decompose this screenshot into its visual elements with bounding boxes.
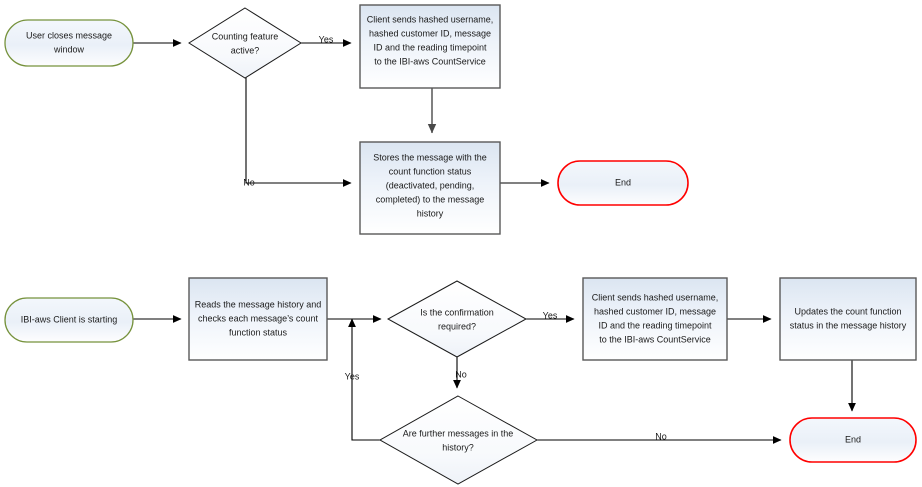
node-decision-counting-feature-active[interactable]: Counting feature active? — [188, 7, 302, 79]
node-process-client-sends-hashed-data[interactable]: Client sends hashed username, hashed cus… — [359, 4, 501, 89]
connector-further-yes-loopback — [348, 318, 380, 441]
end-node-shape — [789, 417, 917, 463]
process-label-line1: Client sends hashed username, — [367, 14, 494, 24]
node-decision-are-further-messages[interactable]: Are further messages in the history? — [378, 395, 539, 485]
process-label-line3: ID and the reading timepoint — [373, 42, 487, 52]
start-node-label: IBI-aws Client is starting — [21, 314, 118, 324]
confirm-label-line1: Is the confirmation — [420, 307, 494, 317]
edge-label-no-further-messages: No — [655, 431, 667, 441]
process-box-shape — [359, 141, 501, 235]
decision-label-line1: Counting feature — [212, 31, 279, 41]
node-process-reads-message-history[interactable]: Reads the message history and checks eac… — [188, 277, 328, 361]
node-decision-is-confirmation-required[interactable]: Is the confirmation required? — [386, 280, 528, 358]
send2-label-line4: to the IBI-aws CountService — [599, 334, 711, 344]
store-label-line2: count function status — [389, 166, 472, 176]
edge-label-yes-confirmation: Yes — [543, 310, 558, 320]
start-node-shape — [4, 19, 134, 67]
process-label-line2: hashed customer ID, message — [369, 28, 491, 38]
start-node-label-line1: User closes message — [26, 30, 112, 40]
connector-decision-no-to-store — [245, 76, 352, 187]
process-box-shape — [188, 277, 328, 361]
update-label-line1: Updates the count function — [794, 306, 901, 316]
confirm-label-line2: required? — [438, 321, 476, 331]
store-label-line4: completed) to the message — [376, 194, 485, 204]
node-end-top[interactable]: End — [557, 160, 689, 206]
store-label-line1: Stores the message with the — [373, 152, 487, 162]
process-box-shape — [359, 4, 501, 89]
process-box-shape — [582, 277, 728, 361]
read-label-line3: function status — [229, 327, 288, 337]
start-node-label-line2: window — [53, 44, 85, 54]
edge-label-no-confirmation: No — [455, 369, 467, 379]
store-label-line5: history — [417, 208, 444, 218]
edge-label-no-counting-active: No — [243, 177, 255, 187]
node-end-bottom[interactable]: End — [789, 417, 917, 463]
send2-label-line1: Client sends hashed username, — [592, 292, 719, 302]
decision-shape — [386, 280, 528, 358]
end-node-shape — [557, 160, 689, 206]
edge-label-yes-counting-active: Yes — [319, 34, 334, 44]
node-process-client-sends-hashed-data-2[interactable]: Client sends hashed username, hashed cus… — [582, 277, 728, 361]
edge-label-yes-further-messages: Yes — [345, 371, 360, 381]
node-start-ibi-aws-client-is-starting[interactable]: IBI-aws Client is starting — [4, 297, 134, 343]
start-node-shape — [4, 297, 134, 343]
send2-label-line2: hashed customer ID, message — [594, 306, 716, 316]
decision-label-line2: active? — [231, 45, 260, 55]
process-label-line4: to the IBI-aws CountService — [374, 56, 486, 66]
node-start-user-closes-message-window[interactable]: User closes message window — [4, 19, 134, 67]
read-label-line2: checks each message’s count — [198, 313, 318, 323]
decision-shape — [188, 7, 302, 79]
store-label-line3: (deactivated, pending, — [386, 180, 475, 190]
read-label-line1: Reads the message history and — [195, 299, 322, 309]
send2-label-line3: ID and the reading timepoint — [598, 320, 712, 330]
decision-shape — [378, 395, 539, 485]
process-box-shape — [779, 277, 917, 361]
further-label-line2: history? — [442, 442, 474, 452]
update-label-line2: status in the message history — [790, 320, 907, 330]
end-node-label: End — [845, 434, 861, 444]
node-process-stores-message-with-status[interactable]: Stores the message with the count functi… — [359, 141, 501, 235]
end-node-label: End — [615, 177, 631, 187]
further-label-line1: Are further messages in the — [403, 428, 514, 438]
node-process-updates-count-function-status[interactable]: Updates the count function status in the… — [779, 277, 917, 361]
